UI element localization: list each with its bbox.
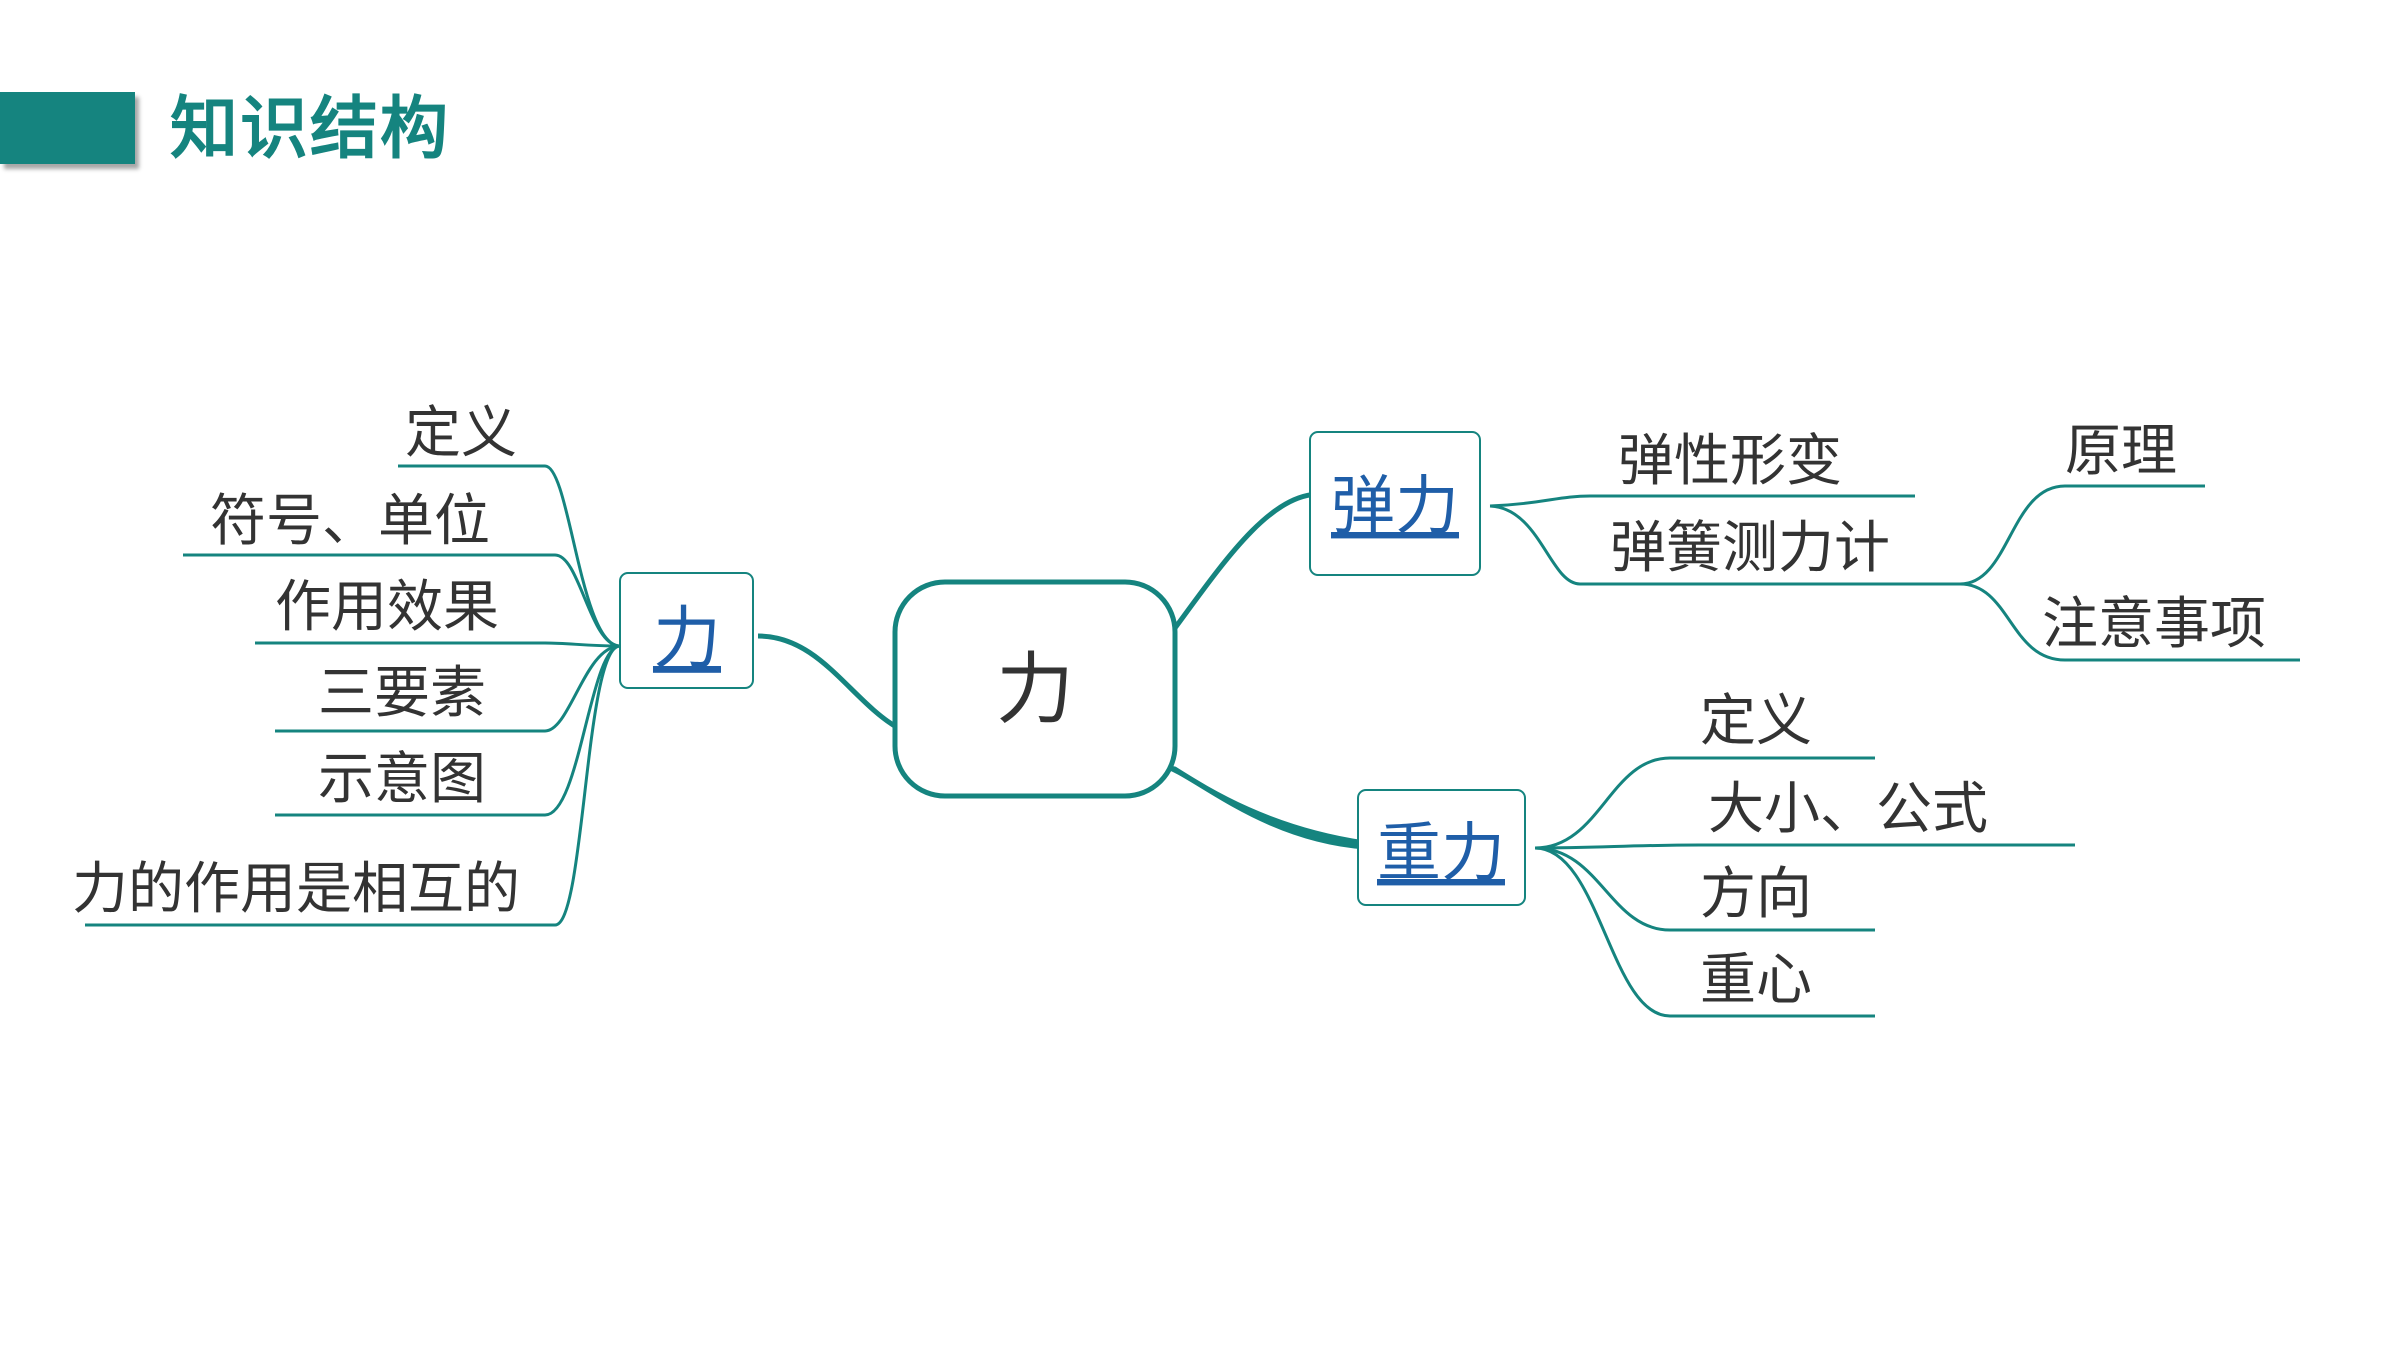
node-force-box xyxy=(619,572,754,689)
connector-notes xyxy=(1959,582,2066,662)
connector-effect xyxy=(544,641,621,648)
leaf-gravity-size: 大小、公式 xyxy=(1708,777,1988,842)
connector-spring-scale xyxy=(1489,504,1581,586)
connector-gravity-size xyxy=(1534,843,1701,850)
root-node-box xyxy=(892,579,1178,799)
leaf-principle: 原理 xyxy=(2065,419,2177,484)
leaf-elastic-deformation: 弹性形变 xyxy=(1618,429,1842,494)
page-title: 知识结构 xyxy=(170,90,451,169)
connector-symbol-unit xyxy=(554,553,621,648)
node-force-label[interactable]: 力 xyxy=(653,600,721,679)
connector-principle xyxy=(1959,484,2066,586)
root-node-label: 力 xyxy=(996,645,1074,735)
node-elastic-box xyxy=(1309,431,1481,576)
leaf-gravity-center: 重心 xyxy=(1700,948,1812,1013)
leaf-define-left: 定义 xyxy=(405,401,517,466)
connector-gravity-define xyxy=(1534,756,1671,850)
leaf-diagram: 示意图 xyxy=(318,747,486,812)
connector-root-gravity xyxy=(1159,763,1367,850)
connector-gravity-center xyxy=(1534,846,1671,1018)
node-gravity-box xyxy=(1357,789,1526,906)
leaf-effect: 作用效果 xyxy=(275,575,499,640)
connector-mutual xyxy=(554,644,621,927)
connector-root-elastic xyxy=(1172,491,1321,630)
connector-root-left xyxy=(757,633,900,731)
connector-elastic-deformation xyxy=(1489,494,1591,508)
connector-gravity-direction xyxy=(1534,846,1671,932)
node-elastic-label[interactable]: 弹力 xyxy=(1331,470,1459,544)
connector-three-elements xyxy=(544,644,621,733)
leaf-spring-scale: 弹簧测力计 xyxy=(1610,516,1890,581)
leaf-notes: 注意事项 xyxy=(2042,592,2266,657)
leaf-mutual: 力的作用是相互的 xyxy=(72,857,520,922)
leaf-three-elements: 三要素 xyxy=(318,661,486,726)
node-gravity-label[interactable]: 重力 xyxy=(1377,817,1505,891)
leaf-gravity-define: 定义 xyxy=(1700,689,1812,754)
leaf-symbol-unit: 符号、单位 xyxy=(210,489,490,554)
connector-diagram xyxy=(544,644,621,817)
leaf-gravity-direction: 方向 xyxy=(1700,862,1812,927)
title-accent-bar xyxy=(0,92,135,164)
